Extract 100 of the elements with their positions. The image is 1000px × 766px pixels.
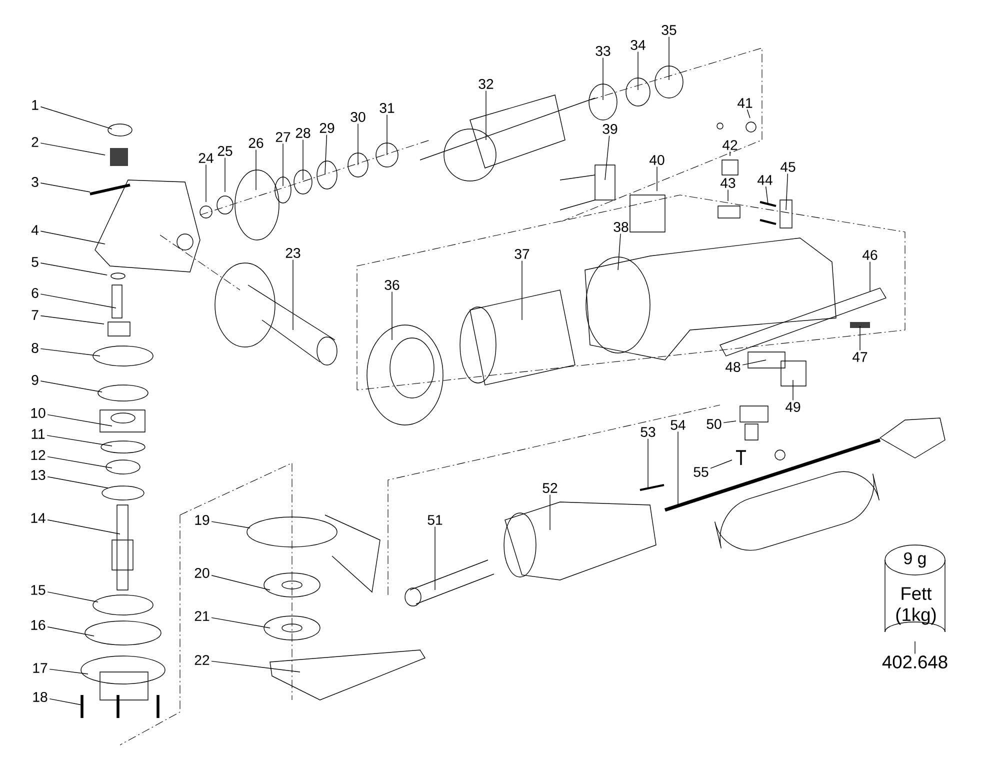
leader-line bbox=[40, 106, 112, 130]
leader-line bbox=[386, 114, 388, 156]
callout-number: 24 bbox=[198, 153, 214, 163]
callout-number: 28 bbox=[296, 128, 310, 138]
callout-number: 54 bbox=[670, 420, 686, 430]
callout-number: 45 bbox=[780, 162, 796, 172]
callout-number: 43 bbox=[720, 178, 736, 188]
callout-number: 34 bbox=[630, 40, 646, 50]
callout-number: 6 bbox=[32, 288, 38, 298]
callout-number: 37 bbox=[514, 249, 530, 259]
leader-line bbox=[211, 660, 300, 672]
leader-line bbox=[40, 294, 116, 308]
callout-number: 47 bbox=[852, 352, 868, 362]
leader-line bbox=[786, 173, 788, 210]
leader-line bbox=[40, 230, 106, 244]
leader-line bbox=[302, 139, 304, 180]
callout-number: 48 bbox=[726, 362, 740, 372]
leader-line bbox=[40, 262, 108, 276]
leader-line bbox=[324, 134, 328, 174]
leader-line bbox=[792, 380, 794, 401]
leader-line bbox=[40, 142, 106, 156]
leader-line bbox=[46, 435, 112, 446]
callout-number: 1 bbox=[32, 100, 38, 110]
callout-number: 29 bbox=[320, 123, 334, 133]
callout-number: 33 bbox=[596, 46, 610, 56]
callout-number: 44 bbox=[758, 175, 772, 185]
callout-number: 14 bbox=[31, 513, 46, 523]
leader-line bbox=[723, 420, 736, 424]
leader-line bbox=[40, 348, 100, 356]
leader-line bbox=[746, 109, 750, 118]
callout-number: 18 bbox=[33, 692, 48, 702]
callout-number: 22 bbox=[194, 655, 210, 665]
leader-line bbox=[742, 360, 766, 366]
leader-line bbox=[656, 166, 658, 192]
callout-number: 30 bbox=[350, 112, 366, 122]
callout-number: 20 bbox=[194, 568, 210, 578]
callout-number: 50 bbox=[706, 419, 722, 429]
leader-line bbox=[710, 460, 732, 469]
callout-number: 38 bbox=[614, 222, 628, 232]
callout-number: 40 bbox=[650, 155, 664, 165]
leader-line bbox=[434, 526, 436, 590]
leader-line bbox=[47, 456, 112, 468]
callout-number: 23 bbox=[286, 248, 300, 258]
callout-number: 3 bbox=[32, 177, 38, 187]
leader-line bbox=[47, 626, 94, 636]
callout-number: 5 bbox=[32, 257, 38, 267]
leader-line bbox=[49, 668, 88, 674]
leader-line bbox=[668, 36, 670, 80]
leader-line bbox=[211, 617, 270, 628]
leader-line bbox=[618, 233, 621, 270]
node-label: Fett (1kg) bbox=[896, 587, 936, 625]
callout-number: 13 bbox=[31, 470, 46, 480]
callout-number: 35 bbox=[662, 25, 676, 35]
callout-number: 26 bbox=[248, 138, 264, 148]
leader-line bbox=[49, 698, 82, 706]
callout-number: 49 bbox=[786, 402, 800, 412]
callout-number: 9 bbox=[32, 375, 38, 385]
leader-line bbox=[282, 143, 284, 186]
leader-line bbox=[292, 259, 294, 330]
callout-number: 31 bbox=[380, 103, 394, 113]
leader-line bbox=[47, 592, 98, 602]
leader-line bbox=[765, 186, 768, 204]
callout-number: 52 bbox=[542, 483, 558, 493]
callout-number: 41 bbox=[738, 98, 752, 108]
leader-line bbox=[602, 57, 604, 100]
callout-number: 46 bbox=[862, 250, 878, 260]
callout-number: 2 bbox=[32, 137, 38, 147]
leader-line bbox=[604, 135, 610, 180]
leader-line bbox=[40, 380, 102, 392]
callout-number: 15 bbox=[31, 585, 46, 595]
leader-line bbox=[47, 414, 112, 426]
callout-number: 7 bbox=[32, 310, 38, 320]
callout-number: 11 bbox=[32, 429, 45, 439]
callout-number: 53 bbox=[640, 427, 656, 437]
callout-number: 4 bbox=[31, 225, 38, 235]
leader-line bbox=[40, 315, 104, 324]
leader-line bbox=[47, 520, 120, 534]
grease-can: 9 g Fett (1kg) bbox=[884, 544, 946, 632]
callout-number: 21 bbox=[194, 611, 210, 621]
leader-line bbox=[47, 476, 108, 488]
callout-number: 36 bbox=[384, 280, 400, 290]
callout-number: 27 bbox=[276, 132, 290, 142]
leader-line bbox=[914, 641, 916, 654]
callout-number: 39 bbox=[602, 124, 618, 134]
callout-number: 25 bbox=[218, 146, 232, 156]
callout-number: 16 bbox=[31, 620, 46, 630]
callout-number: 17 bbox=[33, 663, 48, 673]
leader-line bbox=[211, 575, 270, 590]
leader-line bbox=[224, 157, 226, 192]
callout-number: 51 bbox=[428, 515, 442, 525]
callout-number: 10 bbox=[31, 408, 46, 418]
callout-number: 19 bbox=[195, 515, 210, 525]
callout-number: 55 bbox=[694, 467, 708, 477]
part-number: 402.648 bbox=[882, 656, 948, 668]
leader-line bbox=[40, 182, 90, 192]
callout-number: 12 bbox=[31, 450, 46, 460]
leader-line bbox=[211, 521, 250, 528]
callout-number: 42 bbox=[722, 140, 738, 150]
callout-number: 8 bbox=[32, 343, 38, 353]
callout-number: 32 bbox=[478, 79, 494, 89]
